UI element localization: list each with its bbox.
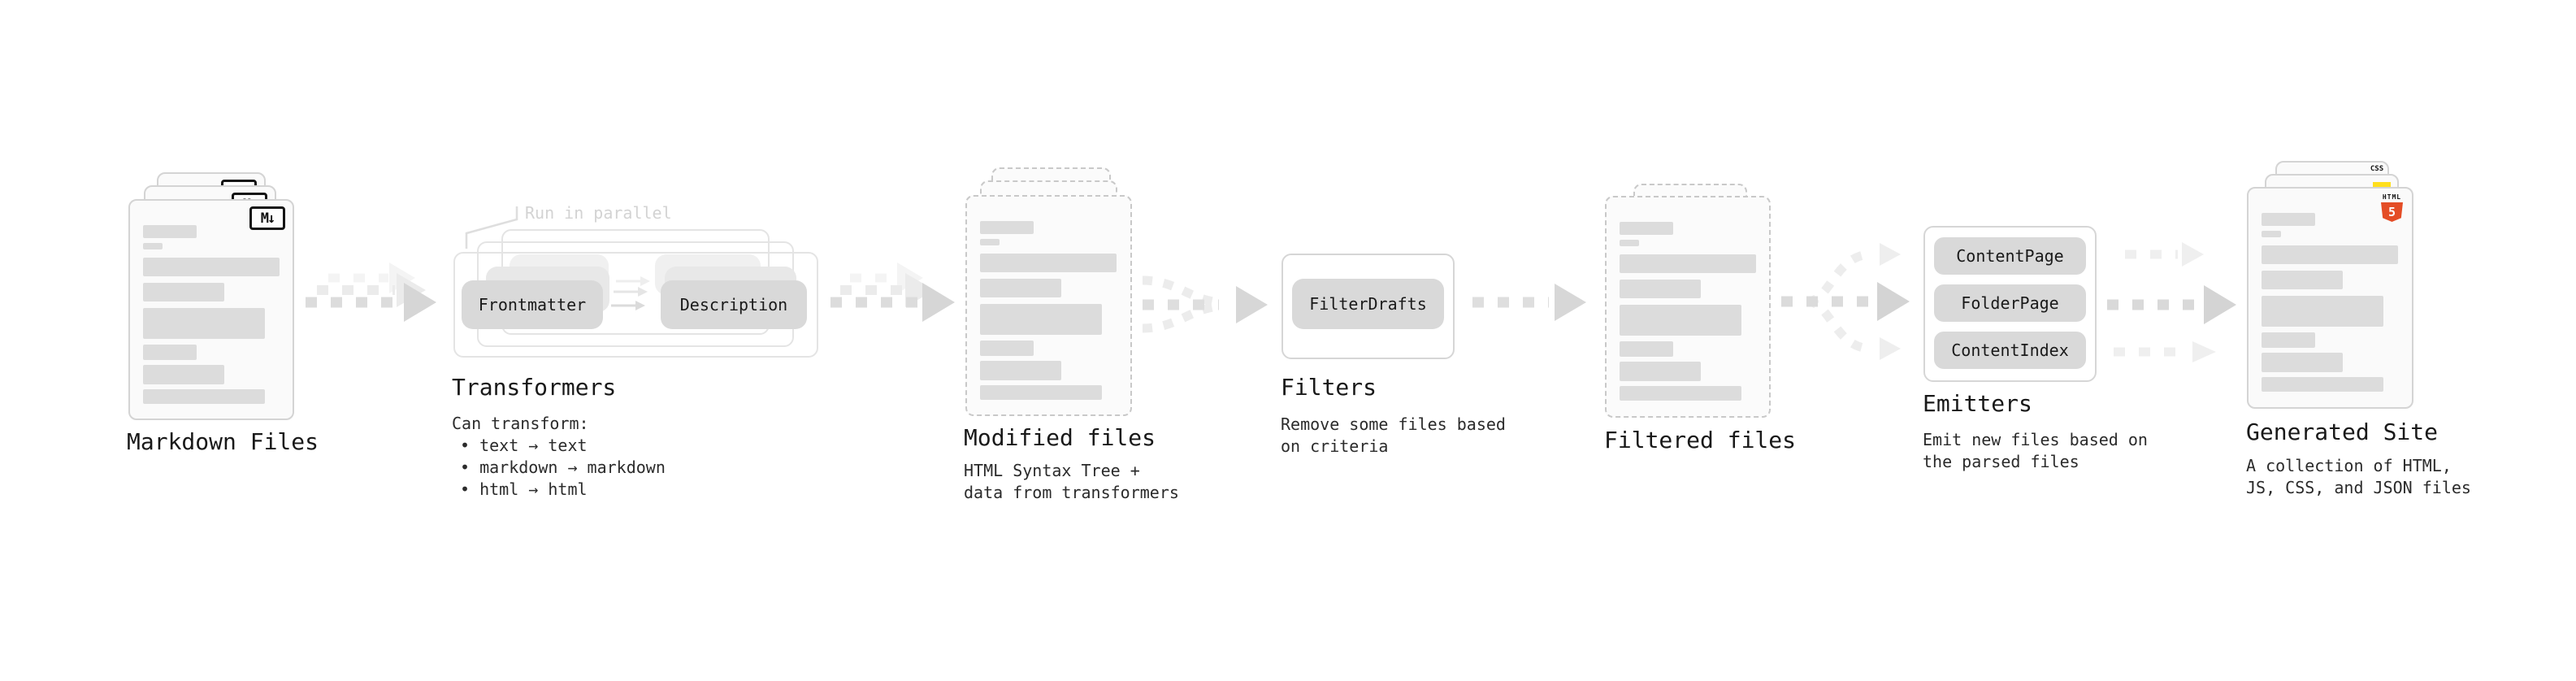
skeleton-bar	[980, 304, 1102, 335]
desc-line: HTML Syntax Tree +	[964, 461, 1140, 480]
filtered-file-card-front	[1605, 196, 1771, 418]
skeleton-bar	[2262, 271, 2343, 289]
skeleton-bar	[1620, 240, 1639, 246]
filters-description: Remove some files based on criteria	[1281, 414, 1506, 458]
skeleton-bar	[2262, 245, 2398, 264]
arrow-emitters-to-generated	[2107, 242, 2236, 362]
description-pill: Description	[661, 280, 807, 329]
skeleton-bar	[980, 385, 1102, 400]
skeleton-bar	[2262, 353, 2343, 372]
filterdrafts-pill: FilterDrafts	[1292, 279, 1444, 329]
modified-files-description: HTML Syntax Tree + data from transformer…	[964, 460, 1179, 504]
skeleton-bar	[2262, 296, 2383, 327]
filters-label: Filters	[1281, 374, 1377, 401]
skeleton-bar	[980, 361, 1061, 380]
arrow-modified-to-filters	[1142, 275, 1268, 333]
skeleton-bar	[143, 345, 197, 360]
run-in-parallel-annotation: Run in parallel	[525, 203, 672, 223]
desc-line: Emit new files based on	[1923, 430, 2148, 449]
frontmatter-pill: Frontmatter	[462, 280, 603, 329]
skeleton-bar	[1620, 280, 1701, 298]
skeleton-bar	[1620, 254, 1756, 273]
skeleton-bar	[143, 225, 197, 238]
desc-line: on criteria	[1281, 436, 1389, 456]
contentpage-pill: ContentPage	[1934, 237, 2086, 275]
transformer-box-front	[453, 252, 818, 358]
modified-file-card-front	[965, 195, 1132, 416]
skeleton-bar	[2262, 213, 2315, 226]
arrow-markdown-to-transformers	[306, 262, 436, 322]
modified-files-label: Modified files	[964, 424, 1156, 451]
skeleton-bar	[980, 340, 1034, 356]
transformers-desc-heading: Can transform:	[452, 414, 589, 433]
skeleton-bar	[980, 239, 1000, 245]
transformers-label: Transformers	[452, 374, 617, 401]
transformers-description: Can transform: • text → text • markdown …	[452, 413, 666, 501]
desc-line: data from transformers	[964, 483, 1179, 502]
emitters-description: Emit new files based on the parsed files	[1923, 429, 2148, 473]
css-icon-text: CSS	[2370, 165, 2384, 173]
generated-file-card-front: HTML 5	[2247, 187, 2413, 409]
arrow-filtered-to-emitters	[1781, 243, 1910, 360]
skeleton-bar	[143, 243, 163, 249]
skeleton-bar	[143, 308, 265, 339]
desc-line: JS, CSS, and JSON files	[2246, 478, 2471, 497]
generated-site-description: A collection of HTML, JS, CSS, and JSON …	[2246, 455, 2471, 499]
desc-line: Remove some files based	[1281, 414, 1506, 434]
emitters-label: Emitters	[1923, 390, 2032, 417]
markdown-files-label: Markdown Files	[127, 428, 319, 455]
desc-line: the parsed files	[1923, 452, 2079, 471]
skeleton-bar	[1620, 222, 1673, 235]
skeleton-bar	[980, 221, 1034, 234]
skeleton-bar	[1620, 362, 1701, 381]
skeleton-bar	[143, 283, 224, 301]
skeleton-bar	[980, 254, 1117, 272]
folderpage-pill: FolderPage	[1934, 284, 2086, 322]
skeleton-bar	[2262, 231, 2281, 237]
emitters-box	[1923, 226, 2097, 382]
desc-line: A collection of HTML,	[2246, 456, 2452, 475]
skeleton-bar	[2262, 377, 2383, 392]
transformers-bullet: • html → html	[460, 479, 588, 499]
skeleton-bar	[143, 258, 280, 276]
contentindex-pill: ContentIndex	[1934, 332, 2086, 369]
skeleton-bar	[143, 389, 265, 404]
markdown-icon: M↓	[249, 206, 285, 230]
filters-box	[1281, 254, 1455, 359]
html5-icon-numeral: 5	[2387, 205, 2396, 219]
filtered-files-label: Filtered files	[1604, 427, 1797, 453]
javascript-icon	[2373, 182, 2391, 190]
html5-icon-shield: 5	[2381, 202, 2403, 222]
skeleton-bar	[143, 365, 224, 384]
transformers-bullet: • markdown → markdown	[460, 458, 666, 477]
transformers-bullet: • text → text	[460, 436, 588, 455]
html5-icon-wordmark: HTML	[2382, 193, 2402, 201]
skeleton-bar	[1620, 386, 1741, 401]
arrow-filters-to-filtered	[1472, 284, 1586, 321]
html5-icon: HTML 5	[2381, 193, 2403, 222]
skeleton-bar	[1620, 341, 1673, 357]
skeleton-bar	[980, 279, 1061, 297]
generated-site-label: Generated Site	[2246, 419, 2439, 445]
markdown-file-card-front: M↓	[128, 199, 294, 420]
skeleton-bar	[1620, 305, 1741, 336]
arrow-transformers-to-modified	[830, 262, 955, 322]
skeleton-bar	[2262, 332, 2315, 348]
